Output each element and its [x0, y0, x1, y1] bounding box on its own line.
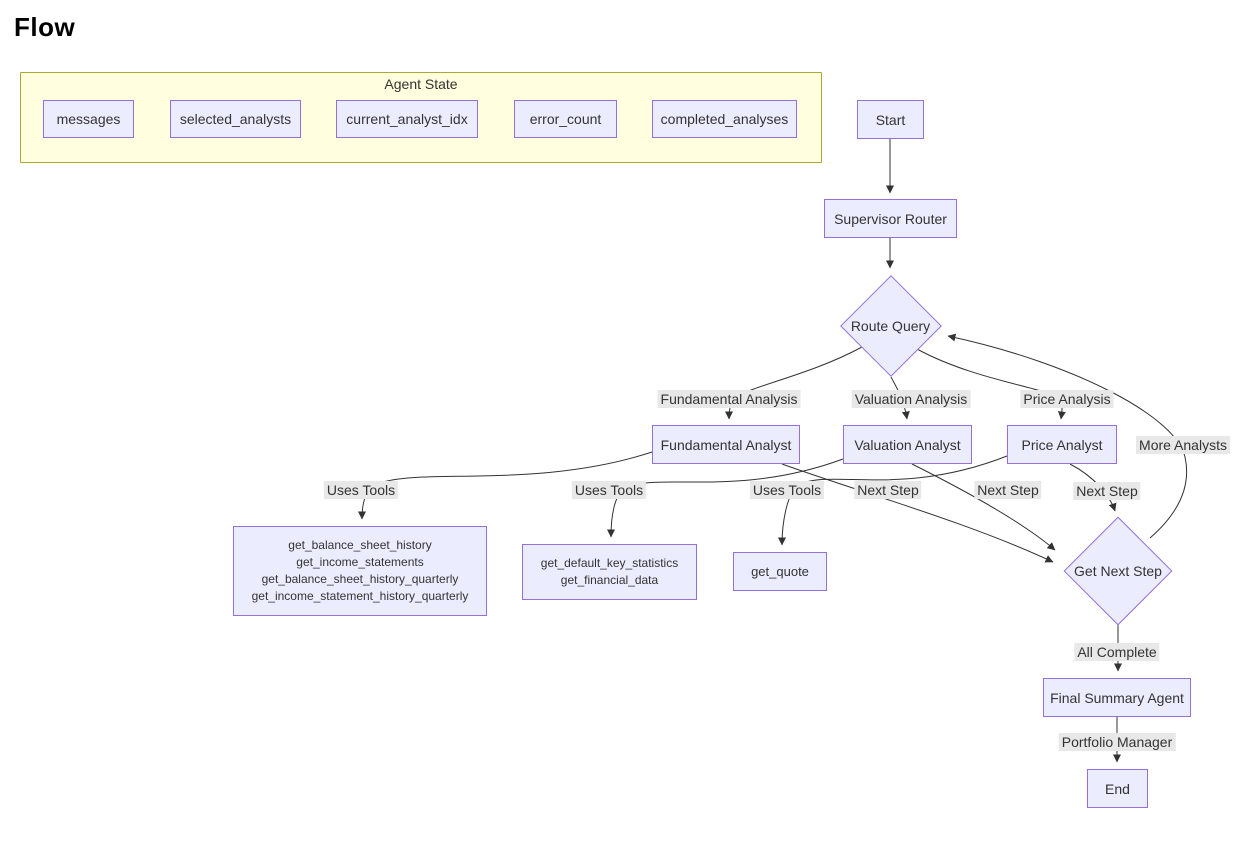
edge-label-uses-tools-2: Uses Tools	[571, 481, 647, 499]
edge-fundamental-to-getnextstep	[781, 463, 1054, 563]
node-fundamental-analyst: Fundamental Analyst	[652, 425, 800, 464]
state-box-selected-analysts: selected_analysts	[170, 100, 301, 138]
edge-valuation-to-getnextstep	[911, 463, 1056, 551]
tool-name: get_default_key_statistics	[540, 556, 679, 570]
state-box-messages: messages	[43, 100, 134, 138]
node-supervisor-router: Supervisor Router	[824, 199, 957, 238]
edge-valuation-to-tools	[607, 458, 844, 538]
node-get-quote: get_quote	[733, 552, 827, 591]
edge-price-to-getquote	[778, 455, 1008, 546]
state-box-label: completed_analyses	[660, 111, 789, 127]
node-price-analyst: Price Analyst	[1007, 425, 1117, 464]
tool-name: get_financial_data	[560, 573, 659, 587]
node-get-next-step: Get Next Step	[1063, 516, 1173, 626]
edge-label-valuation-analysis: Valuation Analysis	[851, 390, 971, 408]
node-route-query: Route Query	[839, 274, 942, 377]
node-label: Start	[875, 111, 906, 128]
node-label: Fundamental Analyst	[660, 436, 792, 453]
node-valuation-tools: get_default_key_statistics get_financial…	[522, 544, 697, 600]
node-label: Supervisor Router	[834, 210, 947, 227]
state-box-error-count: error_count	[514, 100, 617, 138]
state-box-label: messages	[56, 111, 121, 127]
agent-state-cluster-label: Agent State	[384, 76, 458, 92]
page-title: Flow	[14, 12, 76, 42]
edge-label-portfolio-manager: Portfolio Manager	[1058, 733, 1176, 751]
tool-name: get_balance_sheet_history_quarterly	[261, 572, 459, 586]
node-label: Final Summary Agent	[1050, 689, 1184, 706]
edge-label-fundamental-analysis: Fundamental Analysis	[657, 390, 801, 408]
edge-label-next-step-1: Next Step	[854, 481, 922, 499]
tool-name: get_quote	[751, 564, 809, 579]
edge-label-price-analysis: Price Analysis	[1020, 390, 1114, 408]
tool-name: get_balance_sheet_history	[288, 538, 432, 552]
node-valuation-analyst: Valuation Analyst	[843, 425, 972, 464]
node-label: Get Next Step	[1074, 563, 1162, 579]
node-label: Valuation Analyst	[854, 436, 961, 453]
node-label: Price Analyst	[1021, 436, 1103, 453]
edge-label-all-complete: All Complete	[1074, 643, 1160, 661]
node-fundamental-tools: get_balance_sheet_history get_income_sta…	[233, 526, 487, 616]
node-final-summary-agent: Final Summary Agent	[1043, 678, 1191, 717]
state-box-label: selected_analysts	[179, 111, 292, 127]
state-box-current-analyst-idx: current_analyst_idx	[336, 100, 478, 138]
state-box-label: current_analyst_idx	[346, 111, 468, 127]
edge-label-next-step-2: Next Step	[974, 481, 1042, 499]
edge-label-uses-tools-1: Uses Tools	[323, 481, 399, 499]
edge-label-more-analysts: More Analysts	[1136, 436, 1230, 454]
edge-label-next-step-3: Next Step	[1073, 482, 1141, 500]
tool-name: get_income_statements	[296, 555, 424, 569]
node-start: Start	[857, 100, 924, 139]
node-label: Route Query	[850, 317, 931, 334]
node-end: End	[1087, 769, 1148, 808]
tool-name: get_income_statement_history_quarterly	[251, 589, 469, 603]
state-box-completed-analyses: completed_analyses	[652, 100, 797, 138]
node-label: End	[1105, 780, 1130, 797]
edge-label-uses-tools-3: Uses Tools	[749, 481, 825, 499]
state-box-label: error_count	[529, 111, 602, 127]
